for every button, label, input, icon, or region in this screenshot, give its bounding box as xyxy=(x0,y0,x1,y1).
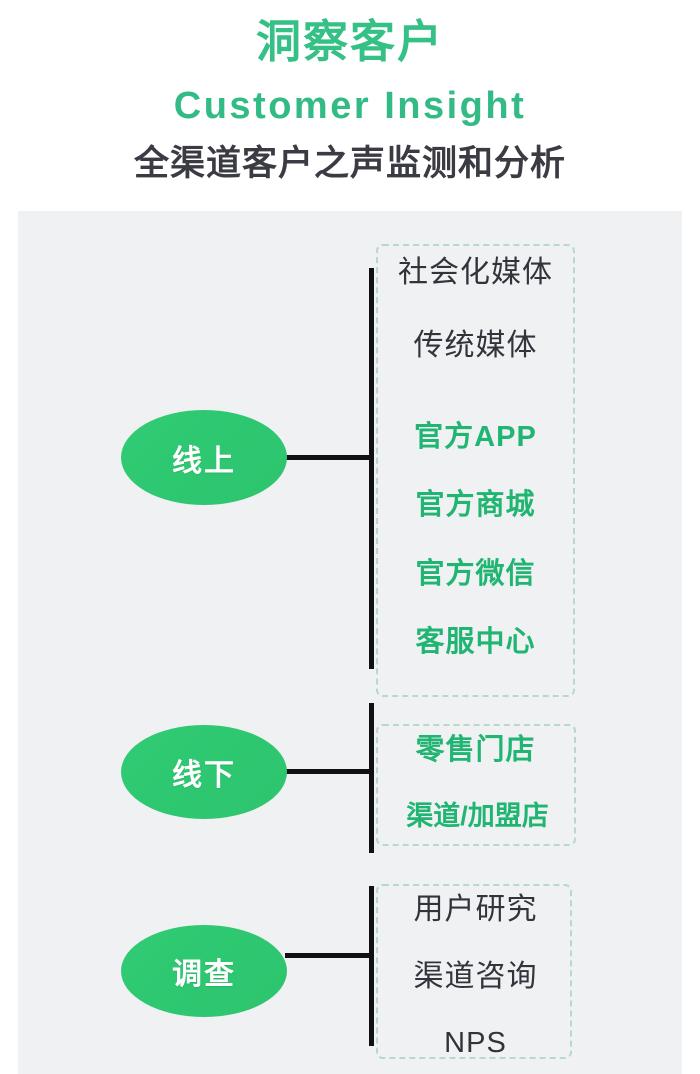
node-offline-label: 线下 xyxy=(172,759,236,792)
leaf-item-channel-franchise: 渠道/加盟店 xyxy=(406,801,549,831)
leaf-item-service-center: 客服中心 xyxy=(415,626,536,658)
connector-vertical-survey xyxy=(369,886,374,1046)
leaf-item-channel-consulting: 渠道咨询 xyxy=(413,960,538,993)
page-subtitle: 全渠道客户之声监测和分析 xyxy=(133,144,566,183)
leaf-item-nps: NPS xyxy=(444,1027,507,1059)
page-title-chinese: 洞察客户 xyxy=(255,16,444,67)
node-survey[interactable]: 调查 xyxy=(121,925,287,1017)
leaf-item-user-research: 用户研究 xyxy=(413,893,538,926)
node-survey-label: 调查 xyxy=(172,958,236,991)
leaf-item-official-mall: 官方商城 xyxy=(415,489,536,521)
dashed-group-box-offline xyxy=(376,724,576,846)
node-offline[interactable]: 线下 xyxy=(121,725,287,819)
node-online[interactable]: 线上 xyxy=(121,410,287,505)
page-header: 洞察客户 Customer Insight 全渠道客户之声监测和分析 xyxy=(0,0,700,206)
diagram-card: 线上 线下 调查 社会化媒体 传统媒体 官方APP 官方商城 官方微信 客服中心… xyxy=(18,211,682,1074)
connector-vertical-offline xyxy=(369,703,374,853)
leaf-item-social-media: 社会化媒体 xyxy=(398,256,553,289)
connector-horizontal-offline xyxy=(285,769,371,774)
node-online-label: 线上 xyxy=(172,444,236,478)
connector-horizontal-survey xyxy=(285,953,371,958)
connector-horizontal-online xyxy=(285,455,371,460)
connector-vertical-online xyxy=(369,268,374,669)
leaf-item-official-wechat: 官方微信 xyxy=(415,558,536,590)
page-title-english: Customer Insight xyxy=(173,85,527,127)
dashed-group-box-survey xyxy=(376,884,572,1059)
dashed-group-box-online xyxy=(376,244,575,697)
leaf-item-traditional-media: 传统媒体 xyxy=(413,329,538,362)
leaf-item-retail-store: 零售门店 xyxy=(415,734,536,766)
leaf-item-official-app: 官方APP xyxy=(414,421,537,453)
